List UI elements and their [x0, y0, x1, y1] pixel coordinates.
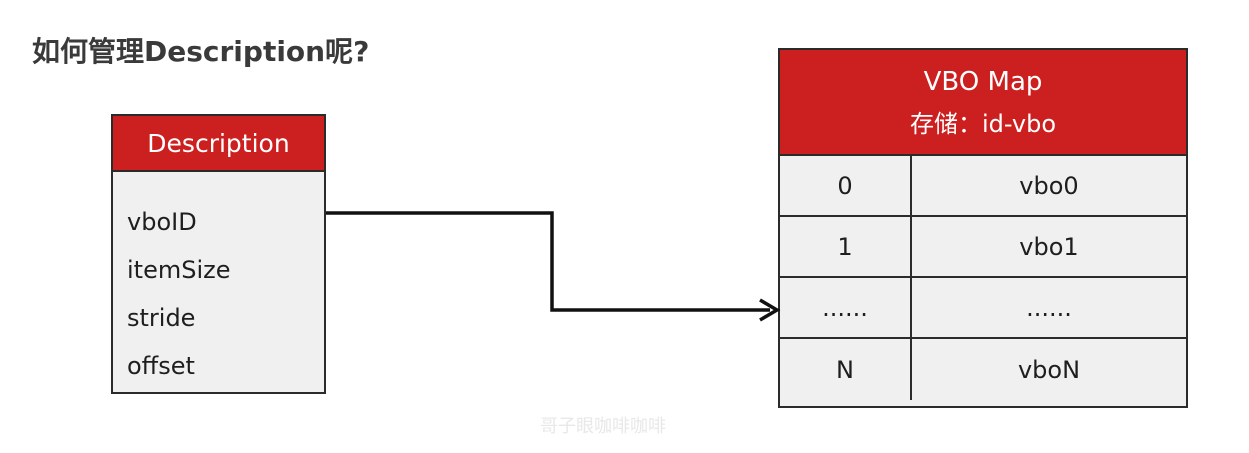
vbo-map-key: N — [780, 339, 912, 400]
vbo-map-subtitle: 存储：id-vbo — [909, 110, 1057, 138]
vbo-map-header: VBO Map 存储：id-vbo — [780, 50, 1186, 156]
vbo-map-row: 1 vbo1 — [780, 217, 1186, 278]
vbo-map-key: ...... — [780, 278, 912, 337]
watermark: 哥子眼咖啡咖啡 — [540, 416, 666, 437]
vbo-map-value: ...... — [1026, 293, 1072, 322]
field-itemsize: itemSize — [127, 256, 231, 284]
vbo-map-row: N vboN — [780, 339, 1186, 400]
vbo-map-value: vbo1 — [1019, 232, 1079, 261]
vbo-map-title: VBO Map — [923, 67, 1043, 97]
vbo-map-value: vbo0 — [1019, 171, 1079, 200]
field-stride: stride — [127, 304, 196, 332]
description-fields: vboID itemSize stride offset — [113, 172, 324, 390]
page-title: 如何管理Description呢? — [32, 35, 370, 68]
vbo-map-row: 0 vbo0 — [780, 156, 1186, 217]
arrow-head-icon — [759, 298, 781, 322]
connector-line — [326, 211, 770, 312]
vbo-map-key: 1 — [780, 217, 912, 276]
description-header: Description — [113, 116, 324, 172]
field-vboid: vboID — [127, 208, 197, 236]
vbo-map-key: 0 — [780, 156, 912, 215]
field-offset: offset — [127, 352, 195, 380]
vbo-map-table: VBO Map 存储：id-vbo 0 vbo0 1 vbo1 ...... .… — [778, 48, 1188, 408]
vbo-map-value: vboN — [1017, 355, 1081, 384]
description-box: Description vboID itemSize stride offset — [111, 114, 326, 394]
vbo-map-row: ...... ...... — [780, 278, 1186, 339]
